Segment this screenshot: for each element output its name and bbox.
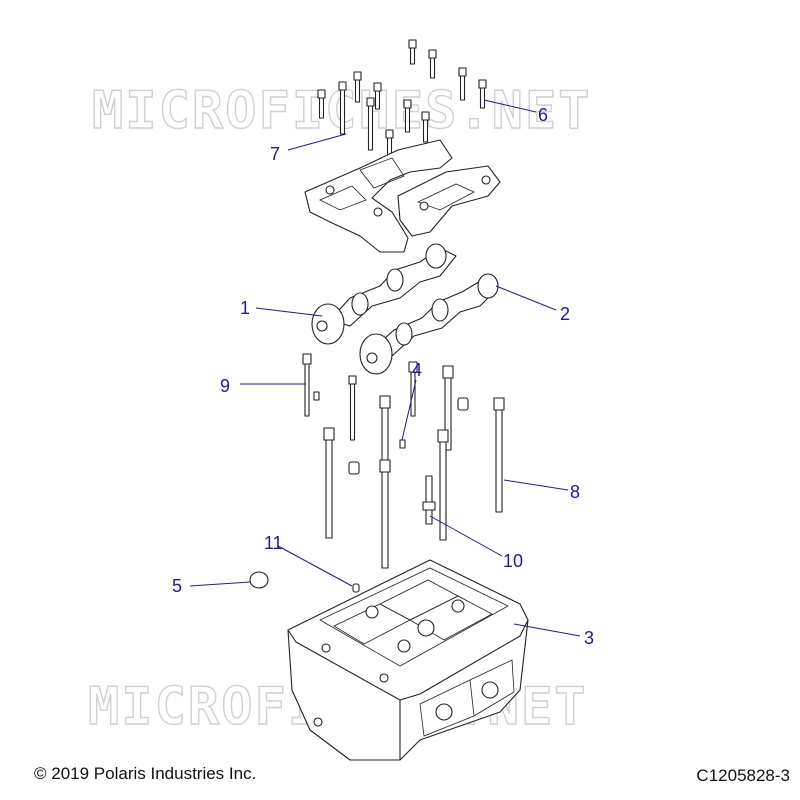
cylinder-head [287,559,529,761]
callout-labels: 1 2 3 4 5 6 7 8 9 10 11 [172,105,594,648]
callout-4: 4 [412,360,422,380]
callout-3: 3 [584,628,594,648]
copyright-notice: © 2019 Polaris Industries Inc. [34,764,257,783]
cam-cap-bolts [317,39,487,161]
callout-11: 11 [264,533,283,553]
exhaust-camshaft [359,273,499,375]
callout-8: 8 [570,482,580,502]
figure-id: C1205828-3 [696,766,790,785]
callout-7: 7 [270,144,280,164]
cylinder-head-bolts [249,353,505,593]
callout-2: 2 [560,304,570,324]
plug-cap [249,571,269,589]
callout-10: 10 [503,551,523,571]
camshaft-carrier [304,139,501,253]
callout-1: 1 [240,298,250,318]
callout-6: 6 [538,105,548,125]
callout-9: 9 [220,376,230,396]
leader-lines [189,99,581,637]
callout-5: 5 [172,576,182,596]
intake-camshaft [311,243,457,345]
